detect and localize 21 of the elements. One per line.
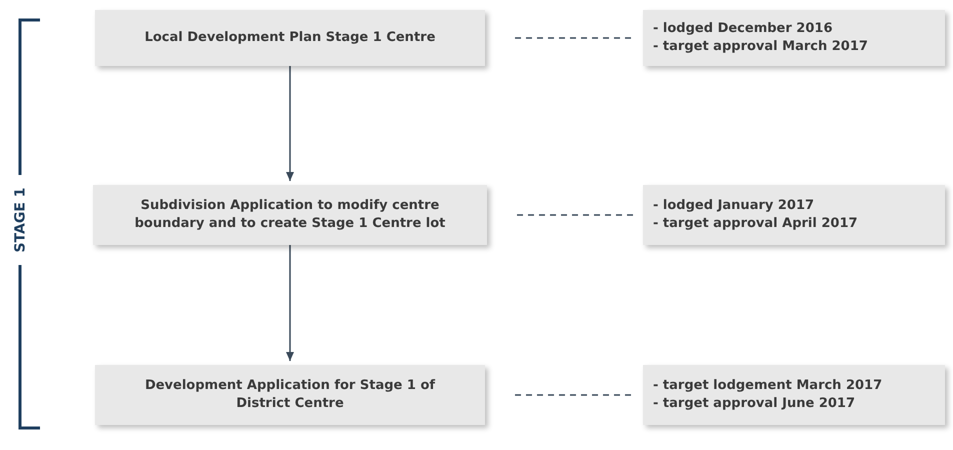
note-box: [643, 10, 945, 66]
date-text: - target lodgement March 2017: [653, 377, 882, 395]
stage-label: STAGE 1: [12, 187, 28, 253]
arrow: [286, 66, 294, 181]
date-text: - lodged January 2017: [653, 197, 814, 215]
step-text: Development Application for Stage 1 of District Centre: [144, 377, 436, 413]
step-text: Subdivision Application to modify centre boundary and to create Stage 1 Centre lot: [134, 197, 446, 233]
step-text: Local Development Plan Stage 1 Centre: [144, 29, 436, 47]
dashed-connector: [515, 37, 633, 39]
date-text: - target approval April 2017: [653, 215, 858, 233]
note-box: [643, 365, 945, 425]
dashed-connector: [517, 214, 633, 216]
process-box: [95, 365, 485, 425]
date-text: - target approval June 2017: [653, 395, 856, 413]
note-box: [643, 185, 945, 245]
date-text: - target approval March 2017: [653, 38, 868, 56]
arrow: [286, 245, 294, 361]
process-box: [93, 185, 487, 245]
process-box: [95, 10, 485, 66]
date-text: - lodged December 2016: [653, 20, 832, 38]
dashed-connector: [515, 394, 633, 396]
